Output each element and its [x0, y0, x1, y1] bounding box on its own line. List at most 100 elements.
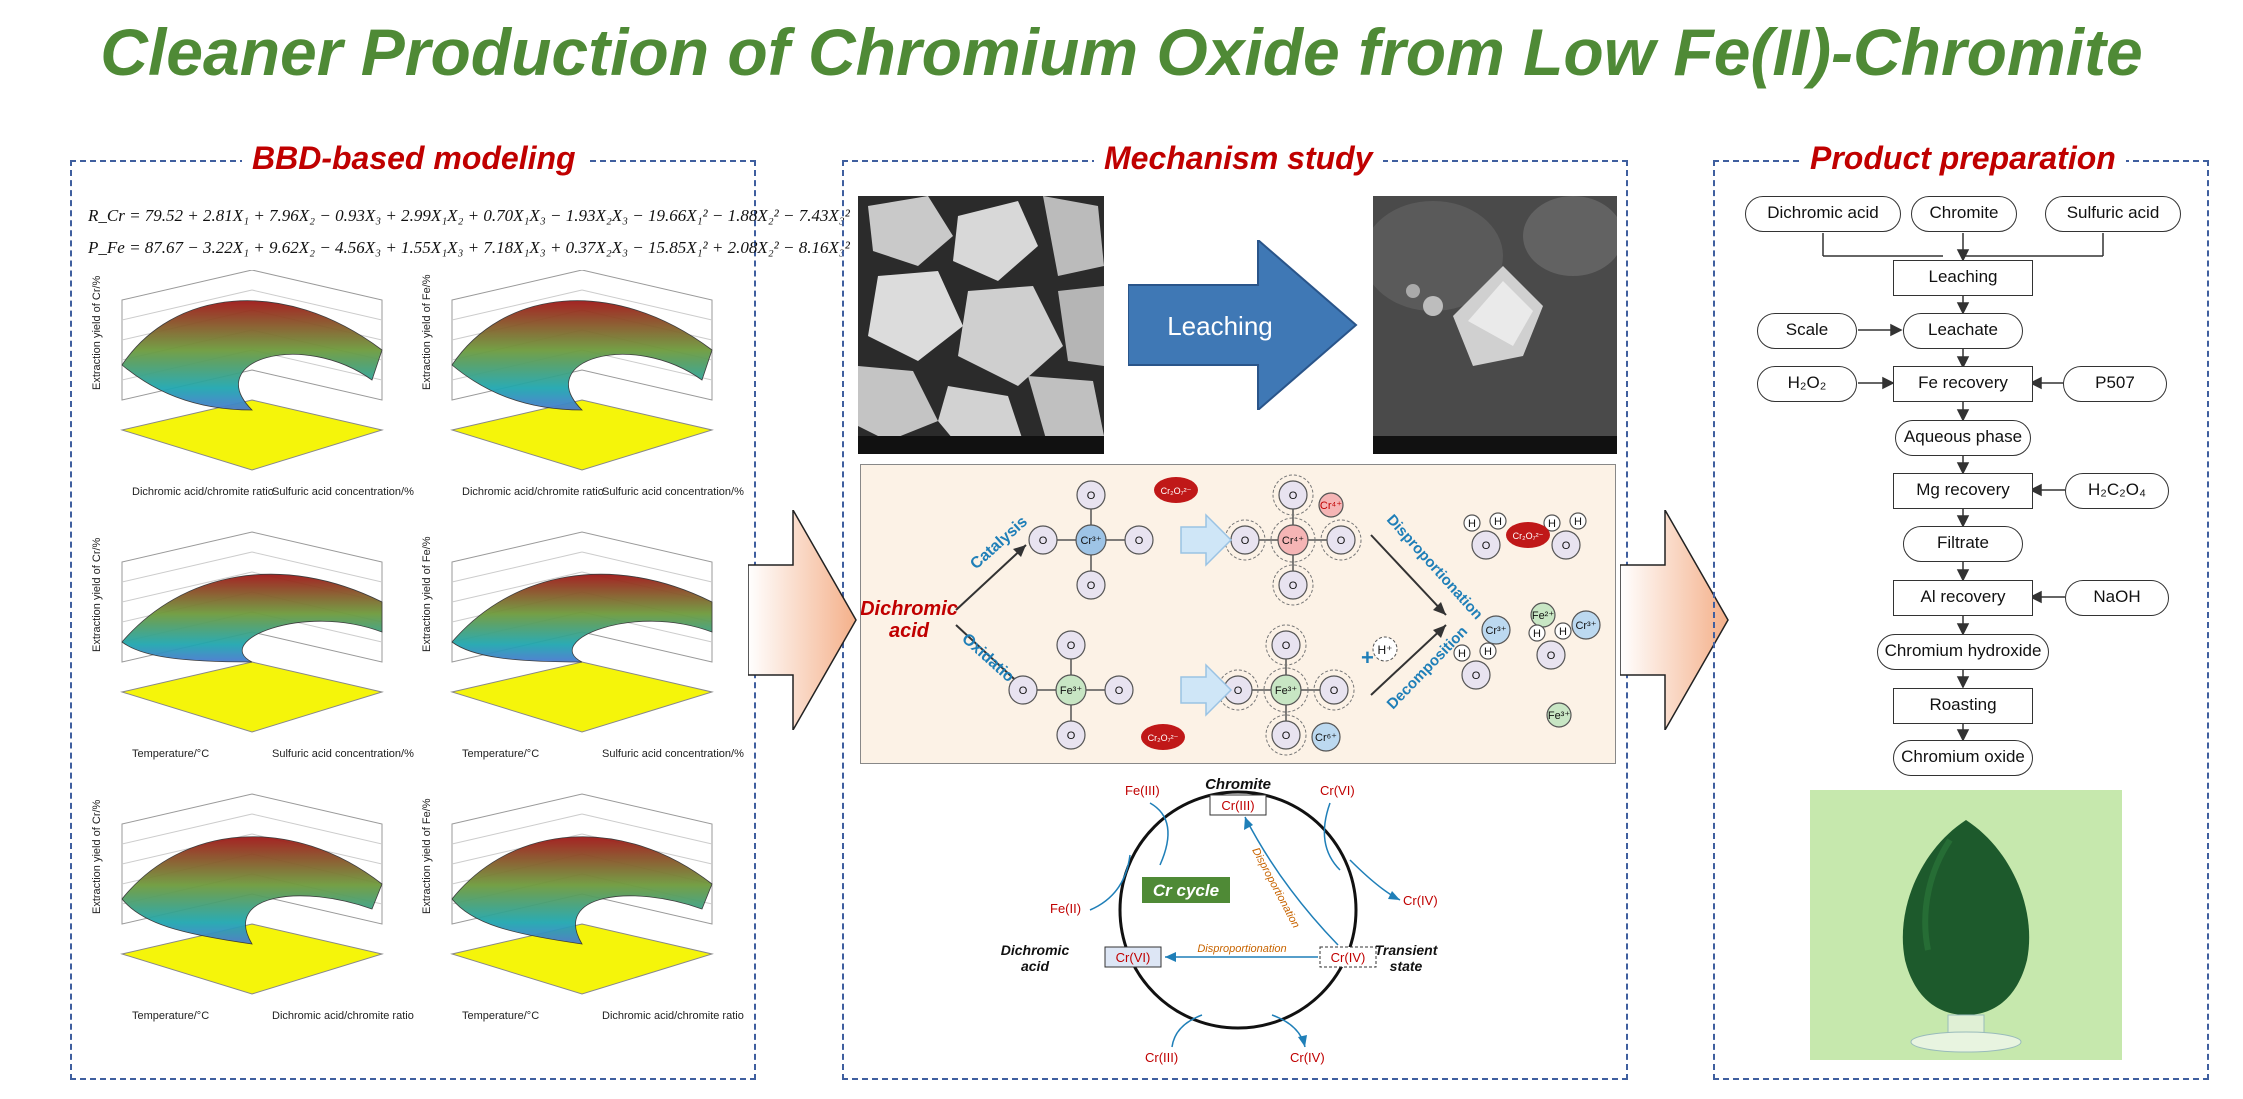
sem-image-before [858, 196, 1104, 454]
atom-label: O [1019, 685, 1028, 697]
flow-chromium-oxide: Chromium oxide [1893, 740, 2033, 776]
atom-label: H [1574, 516, 1582, 528]
surface-plot-3: Extraction yield of Cr/% Temperature/°C Su… [91, 531, 414, 760]
atom-label: H [1484, 646, 1492, 658]
cr-cycle-label: Cr cycle [1153, 881, 1219, 900]
cycle-cr4-right-label: Cr(IV) [1403, 893, 1438, 908]
sem-image-after [1373, 196, 1617, 454]
flow-chromite: Chromite [1911, 196, 2017, 232]
cycle-cr3-box [1209, 794, 1267, 816]
cycle-cr4-bottom-label: Cr(IV) [1290, 1050, 1325, 1065]
plot-xlabel: Dichromic acid/chromite ratio [132, 486, 274, 498]
atom-label: O [1289, 580, 1298, 592]
cycle-cr6-label: Cr(VI) [1116, 950, 1151, 965]
atom-label: Cr³⁺ [1485, 625, 1506, 637]
cr2o7-badge: Cr₂O₇²⁻ [1161, 486, 1192, 496]
flow-p507: P507 [2063, 366, 2167, 402]
cr2o7-product: Cr₂O₇²⁻ [1513, 531, 1544, 541]
atom-label: H [1494, 516, 1502, 528]
plot-zlabel: Extraction yield of Fe/% [421, 798, 433, 914]
equation-fe: P_Fe = 87.67 − 3.22X₁ + 9.62X₂ − 4.56X₃ … [88, 238, 850, 257]
atom-label: Cr³⁺ [1575, 620, 1596, 632]
modeling-heading: BBD-based modeling [242, 140, 586, 177]
atom-label: H [1548, 518, 1556, 530]
atom-label: O [1472, 670, 1481, 682]
atom-label: O [1115, 685, 1124, 697]
atom-label: O [1067, 640, 1076, 652]
atom-label: Cr⁴⁺ [1320, 500, 1342, 512]
atom-label: O [1282, 730, 1291, 742]
atom-label: H [1468, 518, 1476, 530]
atom-label: H [1458, 648, 1466, 660]
page-title: Cleaner Production of Chromium Oxide fro… [100, 15, 2143, 89]
plot-ylabel: Sulfuric acid concentration/% [272, 748, 414, 760]
plot-zlabel: Extraction yield of Cr/% [91, 799, 103, 914]
cycle-cr6-box [1104, 946, 1162, 968]
plot-xlabel: Temperature/°C [132, 1010, 209, 1022]
atom-label: O [1337, 535, 1346, 547]
plot-zlabel: Extraction yield of Cr/% [91, 275, 103, 390]
plus-sign: + [1361, 645, 1374, 670]
cycle-chromite-label: Chromite [1205, 776, 1271, 793]
cycle-transient-label: Transient [1375, 942, 1439, 958]
flow-h2o2: H₂O₂ [1757, 366, 1857, 402]
plot-xlabel: Temperature/°C [132, 748, 209, 760]
surface-plots: Extraction yield of Cr/% Dichromic acid/c… [91, 270, 744, 1022]
leaching-arrow: Leaching [1128, 240, 1358, 410]
atom-label: O [1282, 640, 1291, 652]
leaching-label: Leaching [1167, 311, 1273, 341]
plot-xlabel: Dichromic acid/chromite ratio [462, 486, 604, 498]
plot-zlabel: Extraction yield of Cr/% [91, 537, 103, 652]
cycle-state-label: state [1390, 958, 1423, 974]
flow-aqueous-phase: Aqueous phase [1895, 420, 2031, 456]
flow-leachate: Leachate [1903, 313, 2023, 349]
atom-label: H [1533, 628, 1541, 640]
plot-ylabel: Sulfuric acid concentration/% [272, 486, 414, 498]
atom-label: H [1559, 626, 1567, 638]
flow-filtrate: Filtrate [1903, 526, 2023, 562]
plot-zlabel: Extraction yield of Fe/% [421, 274, 433, 390]
mechanism-heading: Mechanism study [1094, 140, 1383, 177]
cr2o7-badge: Cr₂O₇²⁻ [1148, 733, 1179, 743]
flow-sulfuric-acid: Sulfuric acid [2045, 196, 2181, 232]
flow-arrow-left [748, 510, 857, 730]
chromium-oxide-photo [1810, 790, 2122, 1060]
cycle-fe3-label: Fe(III) [1125, 783, 1160, 798]
surface-plot-1: Extraction yield of Cr/% Dichromic acid/c… [91, 270, 414, 498]
flow-arrow-right [1620, 510, 1729, 730]
atom-label: O [1241, 535, 1250, 547]
atom-label: O [1135, 535, 1144, 547]
cycle-dichromic-label: Dichromic [1001, 942, 1070, 958]
atom-label: O [1039, 535, 1048, 547]
atom-label: O [1234, 685, 1243, 697]
flow-dichromic-acid: Dichromic acid [1745, 196, 1901, 232]
plot-ylabel: Sulfuric acid concentration/% [602, 748, 744, 760]
cycle-cr3-label: Cr(III) [1221, 798, 1254, 813]
atom-label: O [1087, 490, 1096, 502]
flow-leaching: Leaching [1893, 260, 2033, 296]
plot-ylabel: Dichromic acid/chromite ratio [602, 1010, 744, 1022]
plot-xlabel: Temperature/°C [462, 748, 539, 760]
atom-label: Cr³⁺ [1080, 535, 1101, 547]
surface-plot-2: Extraction yield of Fe/% Dichromic acid/c… [421, 270, 744, 498]
atom-label: O [1067, 730, 1076, 742]
flow-roasting: Roasting [1893, 688, 2033, 724]
cycle-cr6-top-label: Cr(VI) [1320, 783, 1355, 798]
atom-label: Fe³⁺ [1275, 685, 1298, 697]
flow-chromium-hydroxide: Chromium hydroxide [1877, 634, 2049, 670]
cr-cycle-diagram: Chromite Cr(III) Cr(VI) Dichromic acid C… [1001, 776, 1439, 1065]
cycle-disprop-diagonal: Disproportionation [1249, 846, 1302, 930]
atom-label: O [1330, 685, 1339, 697]
cycle-cr4-label: Cr(IV) [1331, 950, 1366, 965]
flow-naoh: NaOH [2065, 580, 2169, 616]
cycle-cr3-bottom-label: Cr(III) [1145, 1050, 1178, 1065]
h-plus-ion: H⁺ [1378, 643, 1393, 657]
atom-label: Fe³⁺ [1060, 685, 1083, 697]
cycle-cr4-box [1319, 946, 1377, 968]
atom-label: Fe³⁺ [1548, 710, 1571, 722]
atom-label: Cr⁴⁺ [1282, 535, 1304, 547]
atom-label: Fe²⁺ [1532, 610, 1555, 622]
cycle-acid-label: acid [1021, 958, 1049, 974]
catalysis-label: Catalysis [967, 513, 1031, 573]
